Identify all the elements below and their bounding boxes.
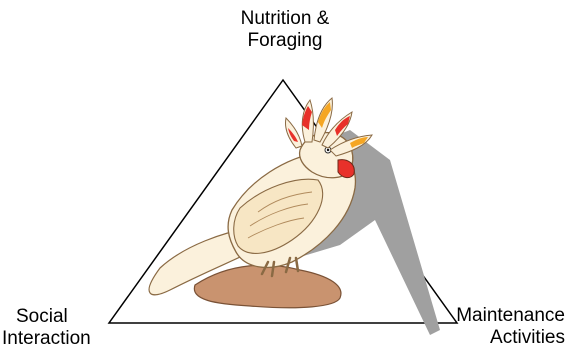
vertex-label-right-line2: Activities bbox=[415, 327, 565, 349]
vertex-label-top-line1: Nutrition & bbox=[210, 8, 360, 30]
vertex-label-left-line2: Interaction bbox=[2, 328, 102, 350]
vertex-label-top: Nutrition & Foraging bbox=[210, 8, 360, 52]
vertex-label-left-line1: Social bbox=[2, 306, 102, 328]
vertex-label-right-line1: Maintenance bbox=[415, 305, 565, 327]
vertex-label-right: Maintenance Activities bbox=[415, 305, 565, 349]
vertex-label-left: Social Interaction bbox=[2, 306, 102, 350]
vertex-label-top-line2: Foraging bbox=[210, 30, 360, 52]
